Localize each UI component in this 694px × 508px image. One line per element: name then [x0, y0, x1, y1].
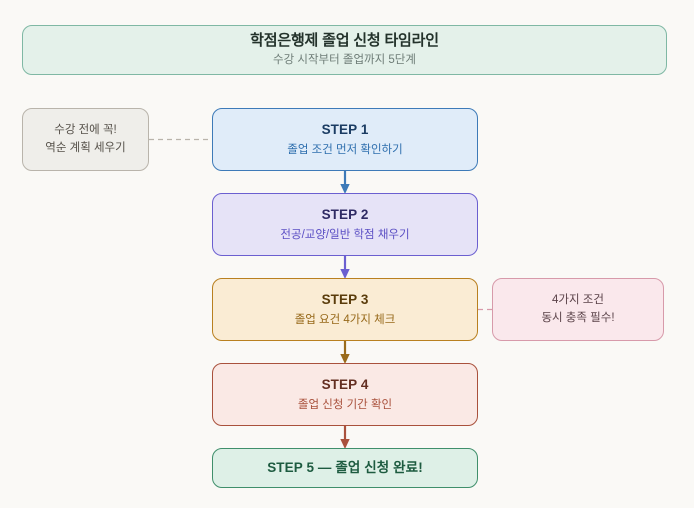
step-box-1: STEP 1 졸업 조건 먼저 확인하기 [212, 108, 478, 171]
step-2-subtitle: 전공/교양/일반 학점 채우기 [280, 228, 410, 241]
note-right-line-2: 동시 충족 필수! [541, 312, 615, 324]
note-left-line-2: 역순 계획 세우기 [45, 142, 126, 154]
step-box-4: STEP 4 졸업 신청 기간 확인 [212, 363, 478, 426]
note-left-line-1: 수강 전에 꼭! [54, 123, 117, 136]
step-3-subtitle: 졸업 요건 4가지 체크 [294, 313, 396, 326]
step-3-title: STEP 3 [321, 291, 369, 307]
step-2-title: STEP 2 [321, 206, 369, 222]
step-box-3: STEP 3 졸업 요건 4가지 체크 [212, 278, 478, 341]
note-box-right: 4가지 조건 동시 충족 필수! [492, 278, 664, 341]
arrow-step3-step4 [340, 341, 350, 364]
step-4-subtitle: 졸업 신청 기간 확인 [297, 398, 393, 411]
arrow-step1-step2 [340, 171, 350, 194]
step-box-2: STEP 2 전공/교양/일반 학점 채우기 [212, 193, 478, 256]
step-box-5: STEP 5 — 졸업 신청 완료! [212, 448, 478, 488]
page-subtitle: 수강 시작부터 졸업까지 5단계 [273, 53, 416, 66]
arrow-step4-step5 [340, 426, 350, 449]
arrow-step2-step3 [340, 256, 350, 279]
note-box-left: 수강 전에 꼭! 역순 계획 세우기 [22, 108, 149, 171]
step-4-title: STEP 4 [321, 376, 369, 392]
step-1-title: STEP 1 [321, 121, 369, 137]
page-title: 학점은행제 졸업 신청 타임라인 [250, 32, 439, 50]
header-banner: 학점은행제 졸업 신청 타임라인 수강 시작부터 졸업까지 5단계 [22, 25, 667, 75]
step-1-subtitle: 졸업 조건 먼저 확인하기 [287, 143, 403, 156]
step-5-title: STEP 5 — 졸업 신청 완료! [267, 459, 423, 475]
note-right-line-1: 4가지 조건 [552, 293, 604, 306]
